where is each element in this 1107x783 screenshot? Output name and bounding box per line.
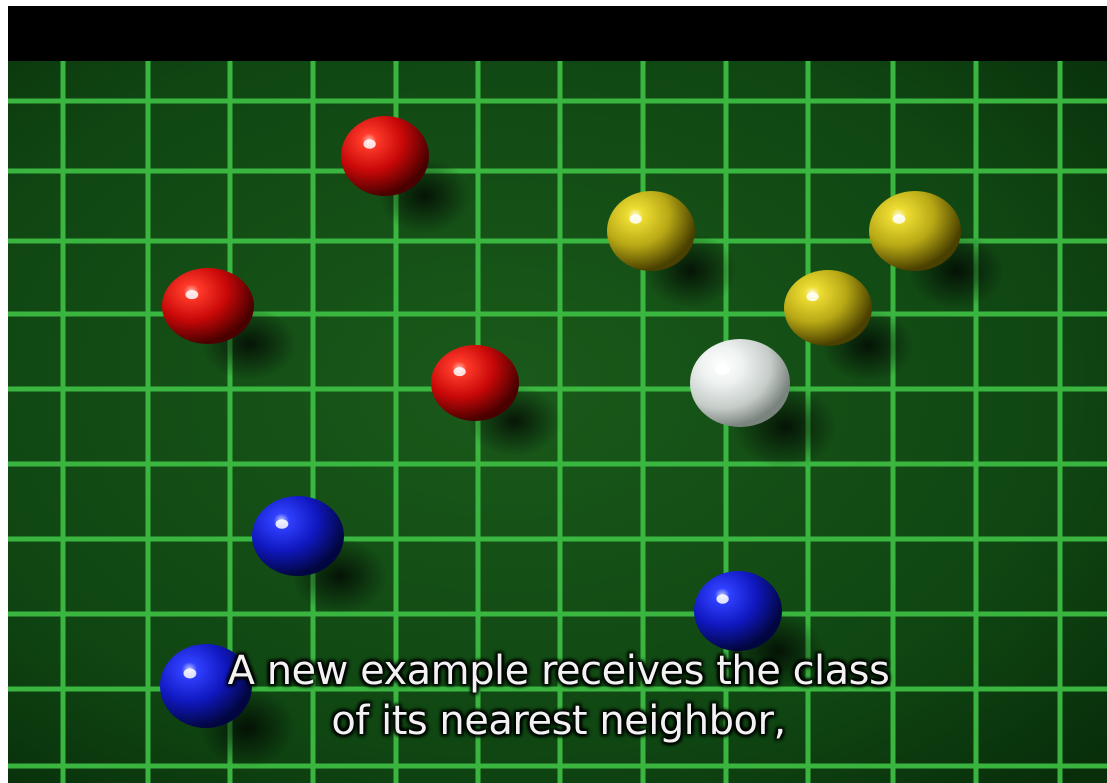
blue-ball-highlight [183,668,197,679]
red-ball [341,116,429,196]
white-ball [690,339,790,427]
video-frame: A new example receives the class of its … [8,6,1107,783]
yellow-ball [869,191,961,271]
subtitle-caption: A new example receives the class of its … [8,646,1107,746]
red-ball [431,345,519,421]
blue-ball [694,571,782,651]
letterbox-bar [8,6,1107,61]
caption-line-2: of its nearest neighbor, [331,698,786,744]
yellow-ball-highlight [892,214,906,224]
red-ball [162,268,254,344]
blue-ball-highlight [275,519,289,529]
grid-scene [8,61,1107,783]
yellow-ball-highlight [806,292,819,302]
blue-ball-highlight [716,594,729,604]
blue-ball [252,496,344,576]
red-ball-highlight [453,367,466,377]
yellow-ball [607,191,695,271]
red-ball-highlight [363,139,376,149]
white-ball-highlight [715,364,730,376]
balls-group [160,116,961,728]
red-ball-highlight [185,290,199,300]
caption-line-1: A new example receives the class [227,648,890,694]
yellow-ball-highlight [629,214,642,224]
blue-ball [160,644,252,728]
ball-shadows [199,158,1005,768]
yellow-ball [784,270,872,346]
